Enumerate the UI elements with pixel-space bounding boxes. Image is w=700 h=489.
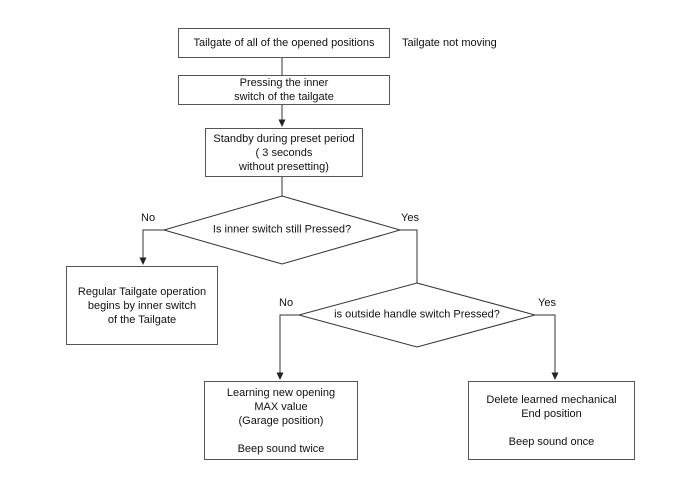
decision1-question: Is inner switch still Pressed? [212,223,352,236]
node-pressing-inner-switch: Pressing the inner switch of the tailgat… [178,75,390,105]
decision1-no-label: No [141,212,156,224]
connector-decision1-no [142,229,164,258]
node-standby-preset-period: Standby during preset period ( 3 seconds… [205,128,363,177]
node-regular-tailgate-operation: Regular Tailgate operation begins by inn… [66,266,218,345]
decision1-yes-label: Yes [401,212,419,224]
side-note-tailgate-not-moving: Tailgate not moving [402,37,497,49]
arrowhead-standby [278,119,286,127]
decision1-shape [162,195,402,265]
connector-decision2-no [279,314,299,373]
node-start-tailgate-opened: Tailgate of all of the opened positions [178,28,390,58]
decision2-question: is outside handle switch Pressed? [334,308,500,321]
arrowhead-regular [139,257,147,265]
decision2-no-label: No [279,297,294,309]
node-learning-new-opening-max: Learning new opening MAX value (Garage p… [204,381,358,460]
decision2-yes-label: Yes [538,297,556,309]
node-delete-learned-mechanical: Delete learned mechanical End position B… [468,381,635,460]
connector-decision1-yes [400,229,418,284]
arrowhead-learning [276,372,284,380]
decision2-shape [297,282,537,348]
arrowhead-delete [551,372,559,380]
connector-decision2-yes [535,314,556,373]
